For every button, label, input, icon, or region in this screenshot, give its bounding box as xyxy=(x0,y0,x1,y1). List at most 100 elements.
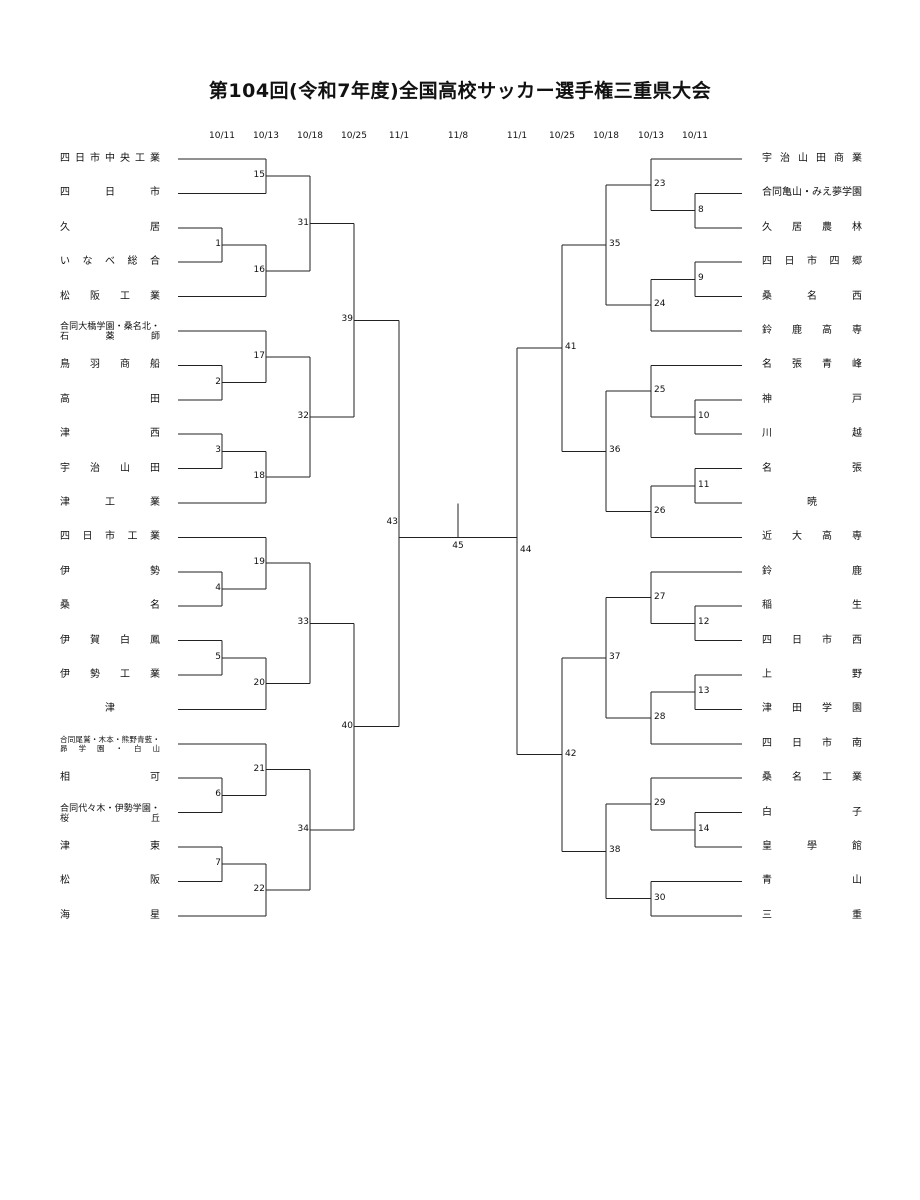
team-name-left: 津東 xyxy=(60,841,160,852)
match-number: 27 xyxy=(654,591,666,602)
match-number: 25 xyxy=(654,385,666,396)
team-name-left: 鳥羽商船 xyxy=(60,359,160,371)
match-number: 23 xyxy=(654,178,666,189)
match-number: 15 xyxy=(253,170,265,181)
team-name-right: 津田学園 xyxy=(762,703,862,715)
team-name-left: 四日市工業 xyxy=(60,531,160,543)
team-name-right: 桑名西 xyxy=(762,290,862,302)
match-number: 22 xyxy=(253,884,265,894)
match-number: 3 xyxy=(215,445,221,456)
team-name-right: 久居農林 xyxy=(762,221,862,233)
match-number: 30 xyxy=(654,892,666,903)
team-name-left: 相可 xyxy=(60,772,160,784)
round-date: 10/18 xyxy=(593,131,619,141)
match-number: 39 xyxy=(341,314,353,325)
team-name-right: 宇治山田商業 xyxy=(762,153,862,164)
match-number: 44 xyxy=(520,545,532,556)
team-name-left: 津西 xyxy=(60,428,160,440)
team-name-right: 合同亀山・みえ夢学園 xyxy=(762,187,862,199)
match-number: 29 xyxy=(654,798,666,808)
match-number: 40 xyxy=(341,720,353,731)
team-name-left: 伊勢 xyxy=(60,565,160,577)
team-name-left: 合同代々木・伊勢学園・桜丘 xyxy=(60,803,160,824)
match-number: 38 xyxy=(609,845,621,856)
match-number: 18 xyxy=(253,471,265,482)
team-name-left: 津 xyxy=(105,703,115,715)
team-name-right: 鈴鹿 xyxy=(762,565,862,577)
team-name-left: いなべ総合 xyxy=(60,256,160,268)
match-number: 17 xyxy=(253,350,265,361)
team-name-right: 上野 xyxy=(762,669,862,680)
round-date: 10/25 xyxy=(549,131,575,141)
round-date: 11/8 xyxy=(447,131,469,141)
match-number: 36 xyxy=(609,445,621,456)
team-name-right: 四日市四郷 xyxy=(762,256,862,268)
match-number: 13 xyxy=(698,686,710,697)
team-name-left: 宇治山田 xyxy=(60,462,160,474)
match-number: 19 xyxy=(253,557,265,568)
team-name-left: 津工業 xyxy=(60,497,160,508)
team-name-left: 伊勢工業 xyxy=(60,669,160,680)
match-number: 12 xyxy=(698,617,710,628)
team-name-right: 名張青峰 xyxy=(762,359,862,371)
team-name-right: 鈴鹿高専 xyxy=(762,325,862,336)
team-name-right: 暁 xyxy=(807,497,817,508)
round-date: 10/13 xyxy=(253,131,279,141)
page-title: 第104回(令和7年度)全国高校サッカー選手権三重県大会 xyxy=(208,80,712,102)
match-number: 2 xyxy=(215,376,221,387)
team-name-right: 名張 xyxy=(762,462,862,474)
match-number: 34 xyxy=(297,823,309,834)
match-number: 16 xyxy=(253,264,265,275)
team-name-right: 青山 xyxy=(762,875,862,887)
match-number: 43 xyxy=(386,517,398,528)
match-number: 11 xyxy=(698,479,710,490)
round-date: 10/18 xyxy=(297,131,323,141)
match-number: 33 xyxy=(297,617,309,628)
round-date: 10/25 xyxy=(341,131,367,141)
team-name-left: 合同尾鷲・木本・熊野青藍・昴学園・白山 xyxy=(60,734,160,753)
team-name-right: 白子 xyxy=(762,806,862,818)
team-name-right: 皇學館 xyxy=(762,841,862,852)
round-date: 10/11 xyxy=(209,131,235,141)
match-number: 20 xyxy=(253,677,265,688)
team-name-left: 四日市 xyxy=(60,187,160,199)
team-name-left: 桑名 xyxy=(60,600,160,612)
round-date: 11/1 xyxy=(388,131,410,141)
team-name-right: 四日市南 xyxy=(762,737,862,749)
match-number: 26 xyxy=(654,505,666,516)
match-number: 5 xyxy=(215,651,221,662)
team-name-right: 桑名工業 xyxy=(762,772,862,784)
match-number: 45 xyxy=(452,541,464,552)
round-date: 10/11 xyxy=(682,131,708,141)
match-number: 1 xyxy=(215,239,221,249)
match-number: 14 xyxy=(698,823,710,834)
match-number: 28 xyxy=(654,712,666,722)
team-name-right: 神戸 xyxy=(762,393,862,405)
match-number: 10 xyxy=(698,411,710,421)
match-number: 31 xyxy=(297,217,309,228)
team-name-left: 合同大橋学園・桑名北・石薬師 xyxy=(60,322,160,342)
match-number: 21 xyxy=(253,763,265,774)
team-name-left: 松阪 xyxy=(60,875,160,887)
match-number: 32 xyxy=(297,411,309,421)
match-number: 9 xyxy=(698,273,704,284)
match-number: 35 xyxy=(609,239,621,249)
team-name-left: 伊賀白鳳 xyxy=(60,634,160,646)
team-name-left: 四日市中央工業 xyxy=(60,153,160,164)
team-name-right: 四日市西 xyxy=(762,634,862,646)
round-date: 10/13 xyxy=(638,131,664,141)
match-number: 4 xyxy=(215,583,221,593)
match-number: 37 xyxy=(609,651,621,662)
team-name-right: 近大高専 xyxy=(762,531,862,543)
match-number: 42 xyxy=(565,748,577,759)
match-number: 24 xyxy=(654,299,666,310)
team-name-right: 三重 xyxy=(762,909,862,921)
match-number: 7 xyxy=(215,858,221,869)
match-number: 41 xyxy=(565,342,577,353)
team-name-left: 海星 xyxy=(60,909,160,921)
team-name-left: 久居 xyxy=(60,221,160,233)
round-date: 11/1 xyxy=(506,131,528,141)
match-number: 8 xyxy=(698,204,704,215)
match-number: 6 xyxy=(215,789,221,800)
